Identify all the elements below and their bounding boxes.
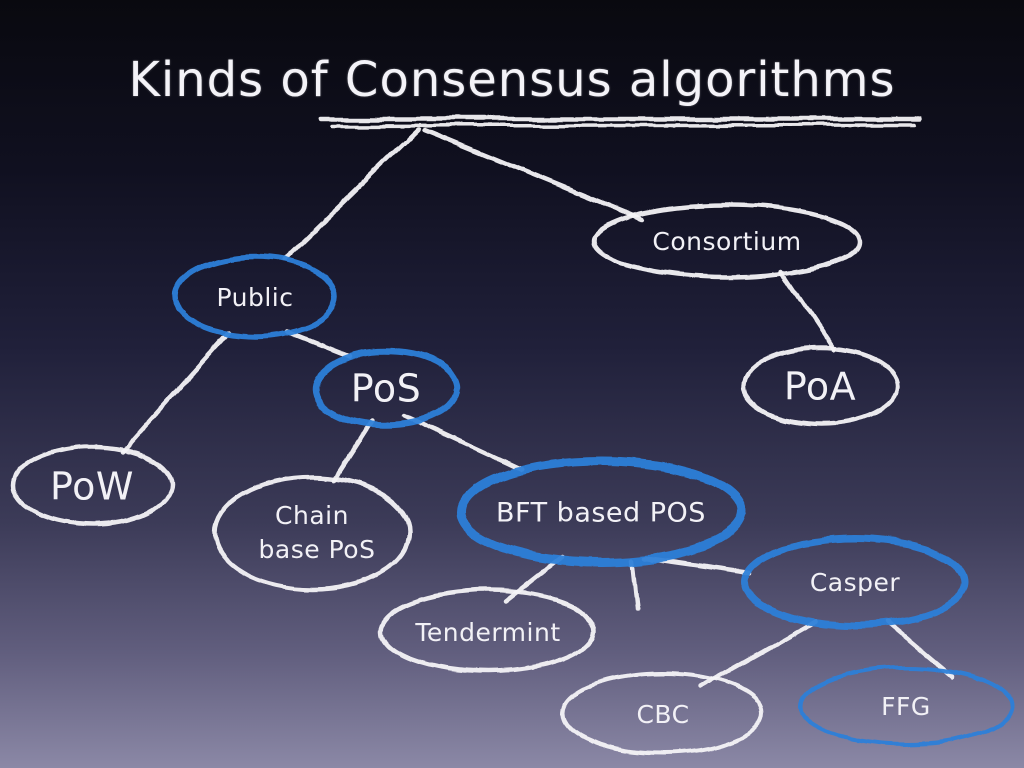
node-public-outline — [172, 254, 338, 340]
node-tendermint-outline — [378, 587, 598, 675]
node-bft-based-pos-label: BFT based POS — [496, 498, 706, 529]
edge-root-public — [281, 127, 421, 263]
node-chain-base-pos-outline — [212, 474, 412, 592]
node-ffg-label: FFG — [881, 692, 931, 721]
node-bft-based-pos-outline — [456, 457, 746, 567]
node-poa-label: PoA — [784, 365, 856, 409]
node-consortium-outline — [591, 202, 863, 280]
edge-casper-ffg — [885, 619, 955, 679]
node-pos-outline — [311, 347, 461, 429]
node-public-label: Public — [217, 283, 294, 312]
edge-public-pow — [119, 330, 231, 455]
edge-bft-tendermint — [503, 554, 565, 604]
node-poa-outline — [740, 345, 900, 427]
chalk-strokes — [10, 116, 1014, 755]
edge-pos-bft — [401, 413, 524, 473]
edge-root-consortium — [421, 127, 645, 222]
node-cbc-outline — [561, 671, 765, 755]
slide-title: Kinds of Consensus algorithms — [128, 52, 896, 108]
edge-casper-cbc — [698, 618, 819, 689]
node-casper-outline — [741, 535, 969, 629]
title-underline — [317, 116, 923, 128]
edge-public-pos — [285, 329, 352, 359]
node-pos-label: PoS — [351, 367, 421, 411]
node-cbc-label: CBC — [636, 700, 689, 729]
node-pow-outline — [10, 444, 174, 528]
node-casper-label: Casper — [810, 568, 901, 597]
node-tendermint-label: Tendermint — [414, 618, 560, 647]
node-pow-label: PoW — [50, 465, 134, 509]
node-ffg-outline — [798, 666, 1014, 746]
edge-bft-stub — [629, 557, 640, 611]
edge-consortium-poa — [779, 269, 837, 353]
node-chain-base-pos-label-line2: base PoS — [259, 535, 376, 564]
node-consortium-label: Consortium — [652, 227, 801, 256]
edge-pos-chainbase — [331, 418, 375, 483]
node-chain-base-pos-label-line1: Chain — [275, 501, 349, 530]
